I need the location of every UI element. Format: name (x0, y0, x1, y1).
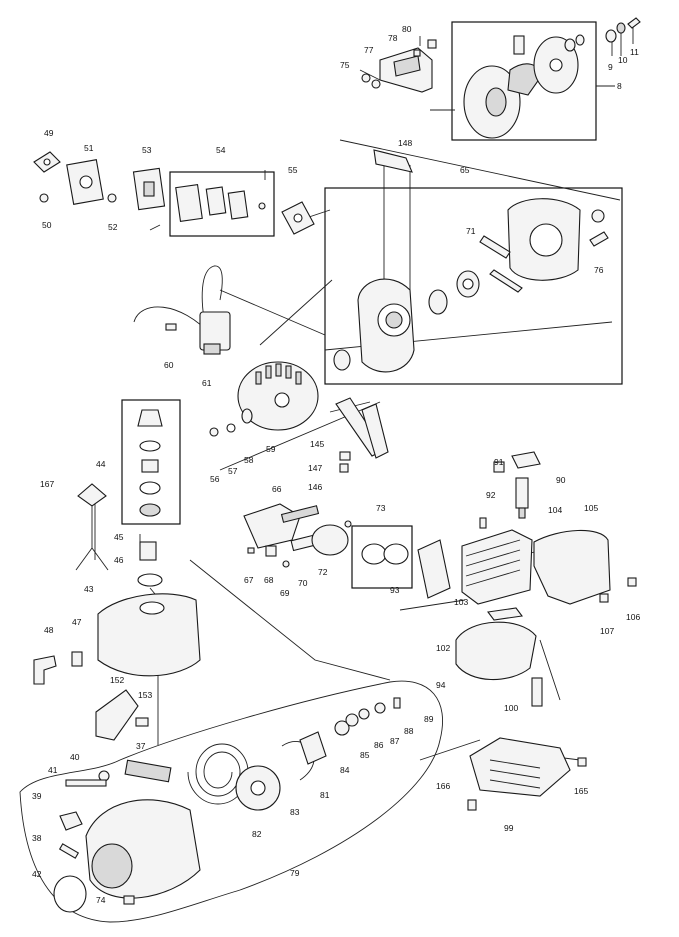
label-78: 78 (388, 33, 398, 43)
label-37: 37 (136, 741, 146, 751)
label-38: 38 (32, 833, 42, 843)
label-145: 145 (310, 439, 324, 449)
label-87: 87 (390, 736, 400, 746)
label-11: 11 (630, 47, 639, 57)
label-67: 67 (244, 575, 254, 585)
label-49: 49 (44, 128, 54, 138)
label-9: 9 (608, 62, 613, 72)
recoil-starter (53, 689, 401, 913)
label-81: 81 (320, 790, 330, 800)
reed-valve-group-box (169, 171, 275, 237)
label-152: 152 (110, 675, 124, 685)
label-48: 48 (44, 625, 54, 635)
label-52: 52 (108, 222, 118, 232)
crankcase-parts (333, 149, 609, 373)
starter-assembly-outline (19, 680, 443, 923)
label-90: 90 (556, 475, 566, 485)
label-91: 91 (494, 457, 504, 467)
label-58: 58 (244, 455, 254, 465)
label-47: 47 (72, 617, 82, 627)
label-46: 46 (114, 555, 124, 565)
label-77: 77 (364, 45, 374, 55)
label-94: 94 (436, 680, 446, 690)
label-75: 75 (340, 60, 350, 70)
label-86: 86 (374, 740, 384, 750)
label-57: 57 (228, 466, 238, 476)
label-88: 88 (404, 726, 414, 736)
label-68: 68 (264, 575, 274, 585)
label-103: 103 (454, 597, 468, 607)
label-82: 82 (252, 829, 262, 839)
fuel-cap-group-box (121, 399, 181, 525)
label-60: 60 (164, 360, 174, 370)
label-73: 73 (376, 503, 386, 513)
label-92: 92 (486, 490, 496, 500)
label-54: 54 (216, 145, 226, 155)
fuel-cap-parts (75, 409, 163, 587)
clutch-group-box (451, 21, 597, 141)
label-42: 42 (32, 869, 42, 879)
label-40: 40 (70, 752, 80, 762)
label-79: 79 (290, 868, 300, 878)
label-106: 106 (626, 612, 640, 622)
label-74: 74 (96, 895, 106, 905)
label-70: 70 (298, 578, 308, 588)
label-153: 153 (138, 690, 152, 700)
label-99: 99 (504, 823, 514, 833)
label-85: 85 (360, 750, 370, 760)
flywheel (209, 361, 319, 437)
label-76: 76 (594, 265, 604, 275)
label-65: 65 (460, 165, 470, 175)
piston-ring-group-box (351, 525, 413, 589)
part-number-labels: 8 9 10 11 37 38 39 40 41 42 43 44 45 46 … (32, 24, 640, 905)
cylinder-assembly (417, 451, 541, 605)
ignition-coil (133, 265, 231, 355)
crankshaft-piston (243, 503, 409, 568)
label-8: 8 (617, 81, 622, 91)
bracket-145 (335, 397, 389, 473)
label-147: 147 (308, 463, 322, 473)
label-44: 44 (96, 459, 106, 469)
clutch-shoe-housing (361, 39, 437, 93)
engine-covers (455, 529, 637, 811)
label-69: 69 (280, 588, 290, 598)
label-71: 71 (466, 226, 476, 236)
intake-reed-parts (33, 151, 315, 235)
label-45: 45 (114, 532, 124, 542)
label-51: 51 (84, 143, 94, 153)
label-39: 39 (32, 791, 42, 801)
label-100: 100 (504, 703, 518, 713)
label-84: 84 (340, 765, 350, 775)
label-59: 59 (266, 444, 276, 454)
label-107: 107 (600, 626, 614, 636)
label-72: 72 (318, 567, 328, 577)
label-165: 165 (574, 786, 588, 796)
label-167: 167 (40, 479, 54, 489)
label-104: 104 (548, 505, 562, 515)
label-55: 55 (288, 165, 298, 175)
label-53: 53 (142, 145, 152, 155)
label-93: 93 (390, 585, 400, 595)
label-66: 66 (272, 484, 282, 494)
label-61: 61 (202, 378, 212, 388)
label-146: 146 (308, 482, 322, 492)
label-10: 10 (618, 55, 628, 65)
label-43: 43 (84, 584, 94, 594)
fuel-tank (33, 593, 201, 685)
label-102: 102 (436, 643, 450, 653)
label-50: 50 (42, 220, 52, 230)
label-148: 148 (398, 138, 412, 148)
label-80: 80 (402, 24, 412, 34)
label-105: 105 (584, 503, 598, 513)
clutch-assembly (463, 17, 641, 139)
label-166: 166 (436, 781, 450, 791)
label-56: 56 (210, 474, 220, 484)
label-83: 83 (290, 807, 300, 817)
label-89: 89 (424, 714, 434, 724)
label-41: 41 (48, 765, 58, 775)
